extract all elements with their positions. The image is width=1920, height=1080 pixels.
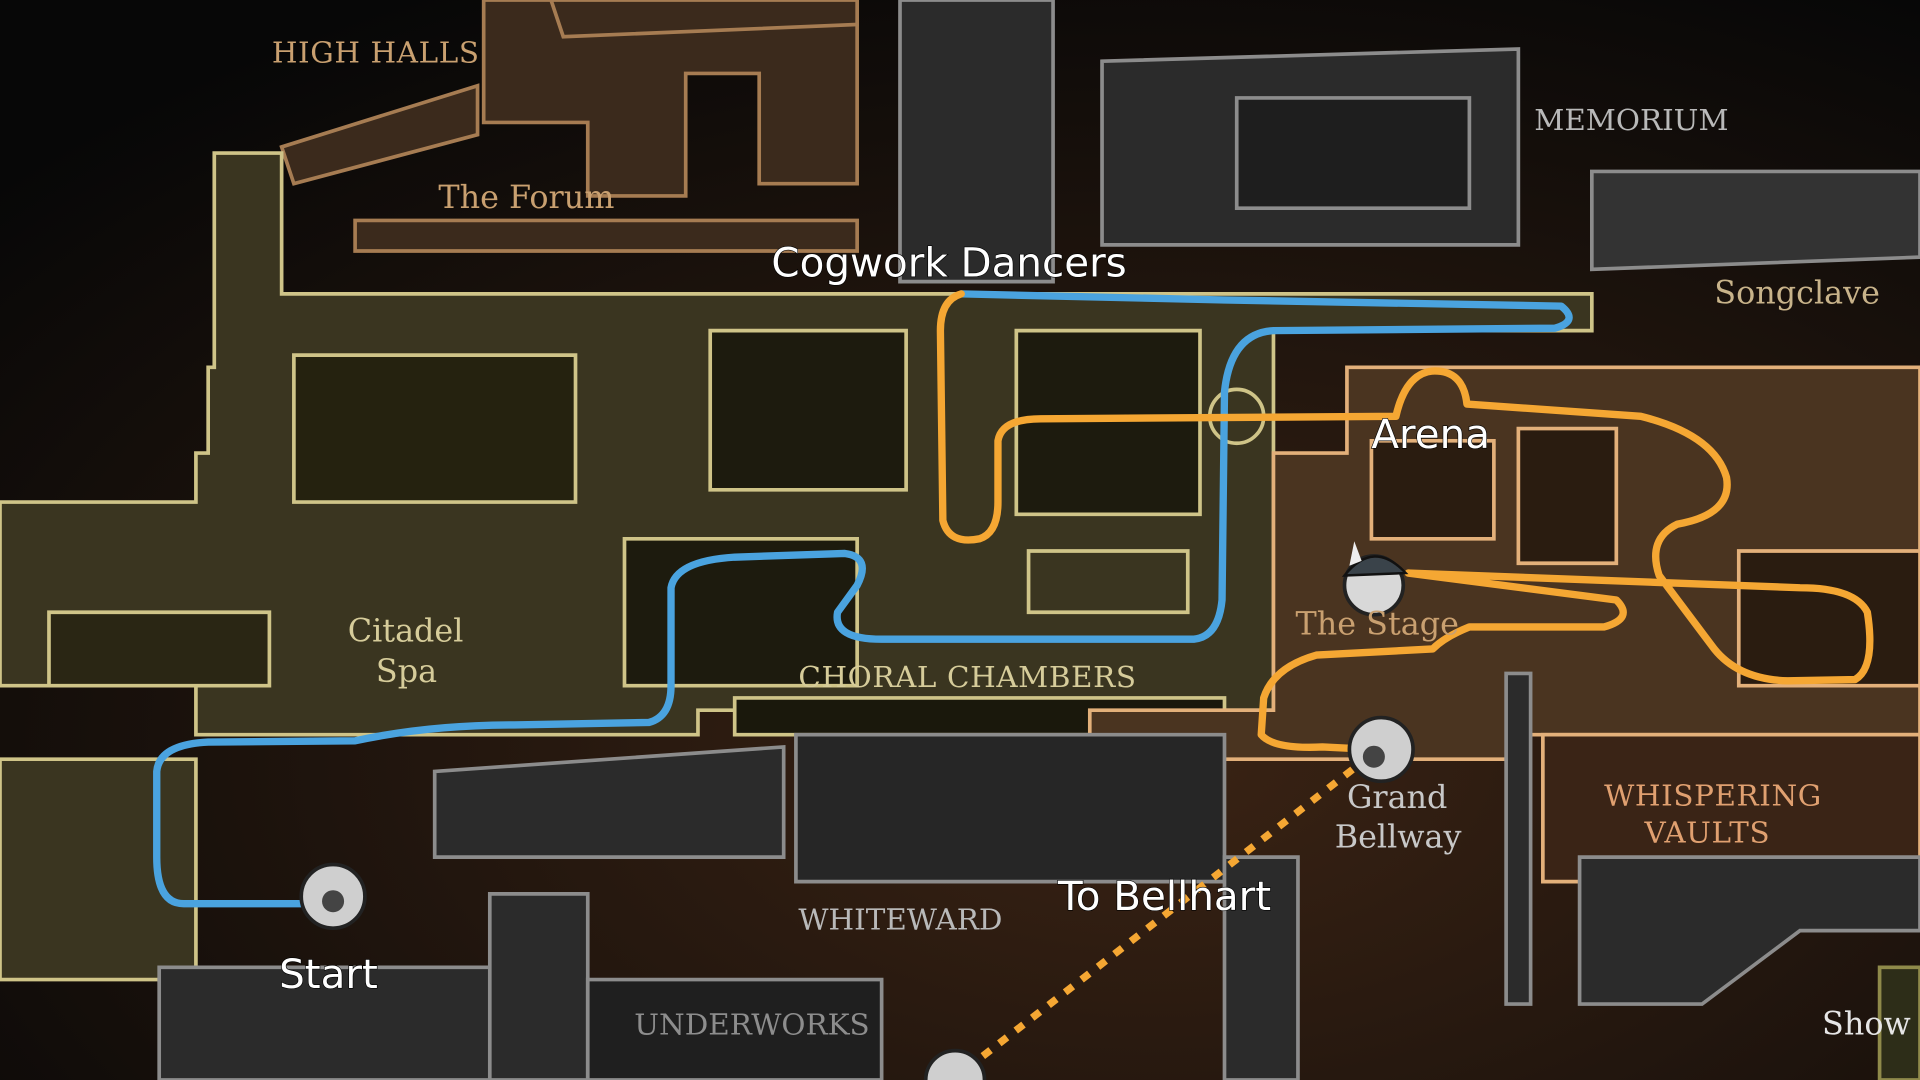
annotation-start: Start	[279, 950, 378, 998]
annotation-cogwork-dancers: Cogwork Dancers	[771, 239, 1126, 287]
stage-boss-marker[interactable]	[1341, 541, 1409, 617]
region-label-vaults: VAULTS	[1643, 815, 1770, 849]
blue-route	[153, 290, 1573, 908]
bench-marker-start[interactable]	[299, 862, 367, 930]
region-label-citadel: Citadel	[348, 612, 464, 650]
region-label-underworks: UNDERWORKS	[634, 1008, 869, 1042]
region-label-the-stage: The Stage	[1296, 604, 1459, 642]
bellhart-marker[interactable]	[923, 1048, 987, 1080]
region-label-the-forum: The Forum	[438, 178, 614, 216]
whiteward-underworks-rooms	[157, 671, 1920, 1080]
region-label-whispering: WHISPERING	[1604, 779, 1822, 813]
region-label-grand: Grand	[1347, 778, 1448, 816]
orange-route	[936, 290, 1874, 754]
high-halls-rooms	[279, 0, 859, 253]
region-label-spa: Spa	[376, 652, 437, 690]
region-label-high-halls: HIGH HALLS	[272, 35, 480, 69]
region-label-memorium: MEMORIUM	[1534, 103, 1728, 137]
bellhart-dotted-route	[952, 753, 1372, 1080]
annotation-arena: Arena	[1371, 410, 1490, 458]
region-label-bellway: Bellway	[1335, 817, 1462, 855]
region-label-whiteward: WHITEWARD	[798, 902, 1002, 936]
region-label-show: Show	[1822, 1005, 1911, 1043]
annotation-to-bellhart: To Bellhart	[1057, 872, 1271, 920]
region-label-choral-chambers: CHORAL CHAMBERS	[798, 660, 1136, 694]
memorium-rooms	[898, 0, 1920, 284]
region-label-songclave: Songclave	[1714, 274, 1880, 312]
bellway-marker[interactable]	[1347, 715, 1415, 784]
